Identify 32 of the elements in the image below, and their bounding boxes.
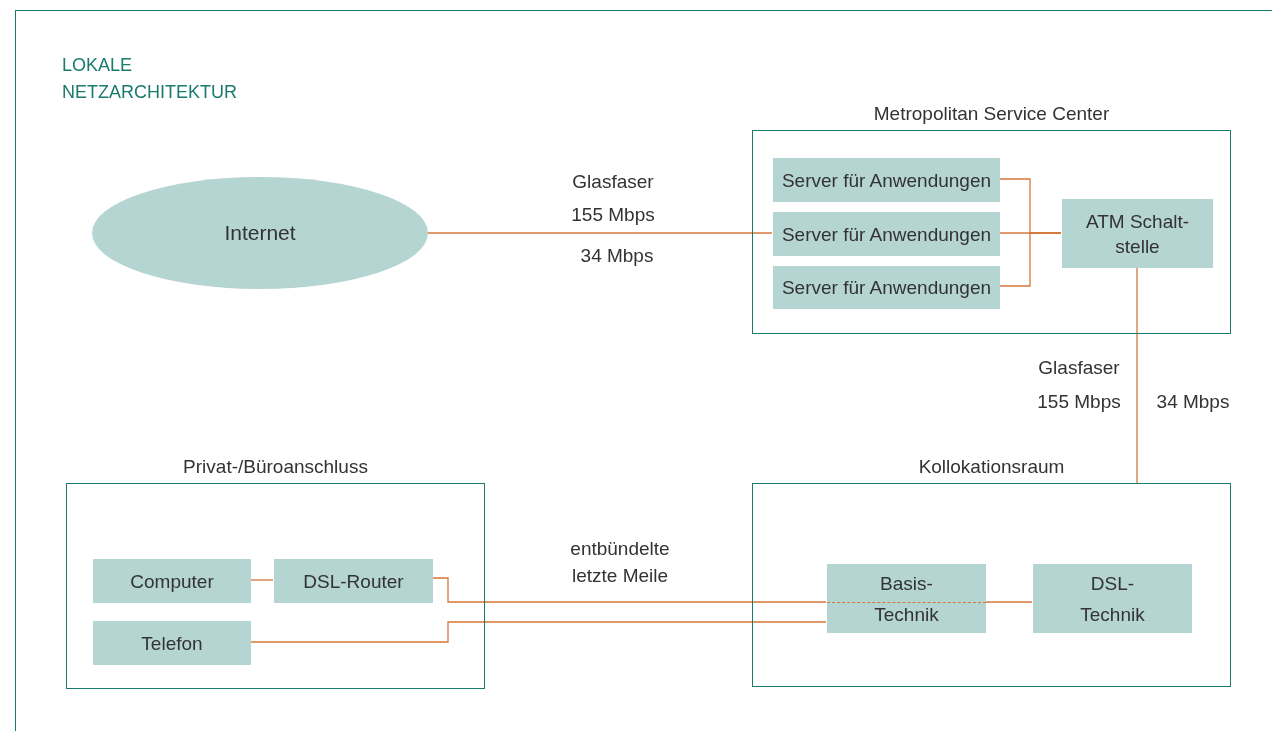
link-label: 34 Mbps — [579, 244, 655, 268]
node-label: Computer — [130, 569, 214, 594]
connector-line — [427, 232, 773, 234]
node-label: Internet — [224, 220, 296, 247]
node-label: Server für Anwendungen — [781, 168, 992, 193]
node-label: ATM Schalt-stelle — [1084, 209, 1191, 259]
node-label: DSL-Router — [303, 569, 404, 594]
link-label: entbündelte letzte Meile — [569, 537, 671, 588]
link-label: Glasfaser — [571, 170, 655, 194]
device-box — [773, 212, 1000, 256]
device-box — [773, 266, 1000, 309]
link-label: 155 Mbps — [1036, 390, 1122, 414]
group-heading: Metropolitan Service Center — [872, 102, 1111, 126]
group-heading: Kollokationsraum — [917, 455, 1066, 479]
device-box — [1033, 564, 1192, 633]
connector-line — [1136, 266, 1138, 484]
node-label: Server für Anwendungen — [781, 276, 992, 300]
device-box — [773, 158, 1000, 202]
link-label: 34 Mbps — [1155, 390, 1231, 414]
link-label: 155 Mbps — [570, 203, 656, 227]
node-label: Basis- Technik — [873, 571, 940, 627]
device-box — [1062, 199, 1213, 268]
node-label: Telefon — [141, 631, 203, 656]
link-label: Glasfaser — [1037, 356, 1121, 380]
device-box — [93, 621, 251, 665]
title: LOKALE NETZARCHITEKTUR — [62, 54, 238, 104]
node-label: Server für Anwendungen — [781, 222, 992, 247]
group-heading: Privat-/Büroanschluss — [182, 455, 369, 479]
device-box — [827, 564, 986, 633]
node-label: DSL- Technik — [1079, 571, 1146, 627]
device-box — [274, 559, 433, 603]
device-box — [93, 559, 251, 603]
